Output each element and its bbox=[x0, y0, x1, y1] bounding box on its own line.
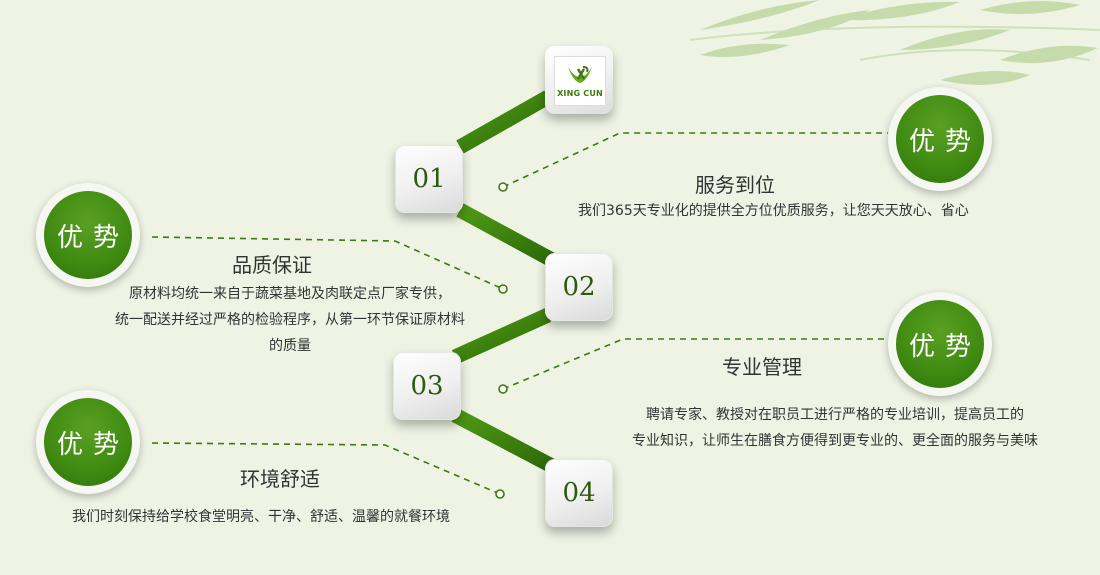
badge-label: 优势 bbox=[908, 331, 981, 362]
feature-desc-management: 聘请专家、教授对在职员工进行严格的专业培训，提高员工的 专业知识，让师生在膳食方… bbox=[585, 402, 1085, 454]
pointer-dot-quality bbox=[498, 284, 508, 294]
badge-label: 优势 bbox=[56, 429, 129, 460]
step-box-01: 01 bbox=[395, 145, 463, 213]
feature-desc-line: 的质量 bbox=[269, 338, 311, 354]
feature-desc-service: 我们365天专业化的提供全方位优质服务，让您天天放心、省心 bbox=[578, 198, 969, 224]
feature-title-environment: 环境舒适 bbox=[240, 467, 320, 491]
step-number: 02 bbox=[562, 272, 596, 302]
step-number: 03 bbox=[410, 371, 444, 401]
pointer-line-environment bbox=[151, 442, 501, 495]
zigzag-bars bbox=[451, 90, 556, 473]
step-box-03: 03 bbox=[393, 352, 461, 420]
feature-desc-line: 我们时刻保持给学校食堂明亮、干净、舒适、温馨的就餐环境 bbox=[72, 509, 450, 525]
feature-desc-environment: 我们时刻保持给学校食堂明亮、干净、舒适、温馨的就餐环境 bbox=[72, 504, 450, 530]
brand-logo-icon bbox=[568, 65, 592, 83]
pointer-dot-service bbox=[498, 182, 508, 192]
step-box-02: 02 bbox=[545, 253, 613, 321]
badge-label: 优势 bbox=[908, 126, 981, 157]
pointer-line-quality bbox=[151, 236, 504, 290]
feature-desc-line: 专业知识，让师生在膳食方便得到更专业的、更全面的服务与美味 bbox=[632, 433, 1038, 449]
badge-label: 优势 bbox=[56, 222, 129, 253]
step-number: 04 bbox=[562, 478, 596, 508]
advantage-badge-service: 优势 bbox=[888, 87, 992, 191]
step-number: 01 bbox=[412, 164, 446, 194]
advantage-badge-management: 优势 bbox=[888, 292, 992, 396]
brand-logo-box: XING CUN bbox=[545, 46, 613, 114]
advantage-badge-quality: 优势 bbox=[36, 183, 140, 287]
step-box-04: 04 bbox=[545, 459, 613, 527]
pointer-dot-environment bbox=[495, 489, 505, 499]
feature-title-management: 专业管理 bbox=[722, 355, 802, 379]
pointer-dot-management bbox=[498, 384, 508, 394]
feature-title-service: 服务到位 bbox=[695, 173, 775, 197]
feature-desc-line: 原材料均统一来自于蔬菜基地及肉联定点厂家专供， bbox=[129, 286, 451, 302]
advantage-badge-environment: 优势 bbox=[36, 390, 140, 494]
brand-logo: XING CUN bbox=[554, 56, 606, 106]
feature-desc-quality: 原材料均统一来自于蔬菜基地及肉联定点厂家专供， 统一配送并经过严格的检验程序，从… bbox=[60, 281, 520, 359]
feature-desc-line: 聘请专家、教授对在职员工进行严格的专业培训，提高员工的 bbox=[646, 407, 1024, 423]
feature-desc-line: 我们365天专业化的提供全方位优质服务，让您天天放心、省心 bbox=[578, 203, 969, 219]
feature-desc-line: 统一配送并经过严格的检验程序，从第一环节保证原材料 bbox=[115, 312, 465, 328]
feature-title-quality: 品质保证 bbox=[232, 253, 312, 277]
brand-logo-text: XING CUN bbox=[557, 88, 603, 98]
pointer-line-management bbox=[502, 338, 888, 390]
